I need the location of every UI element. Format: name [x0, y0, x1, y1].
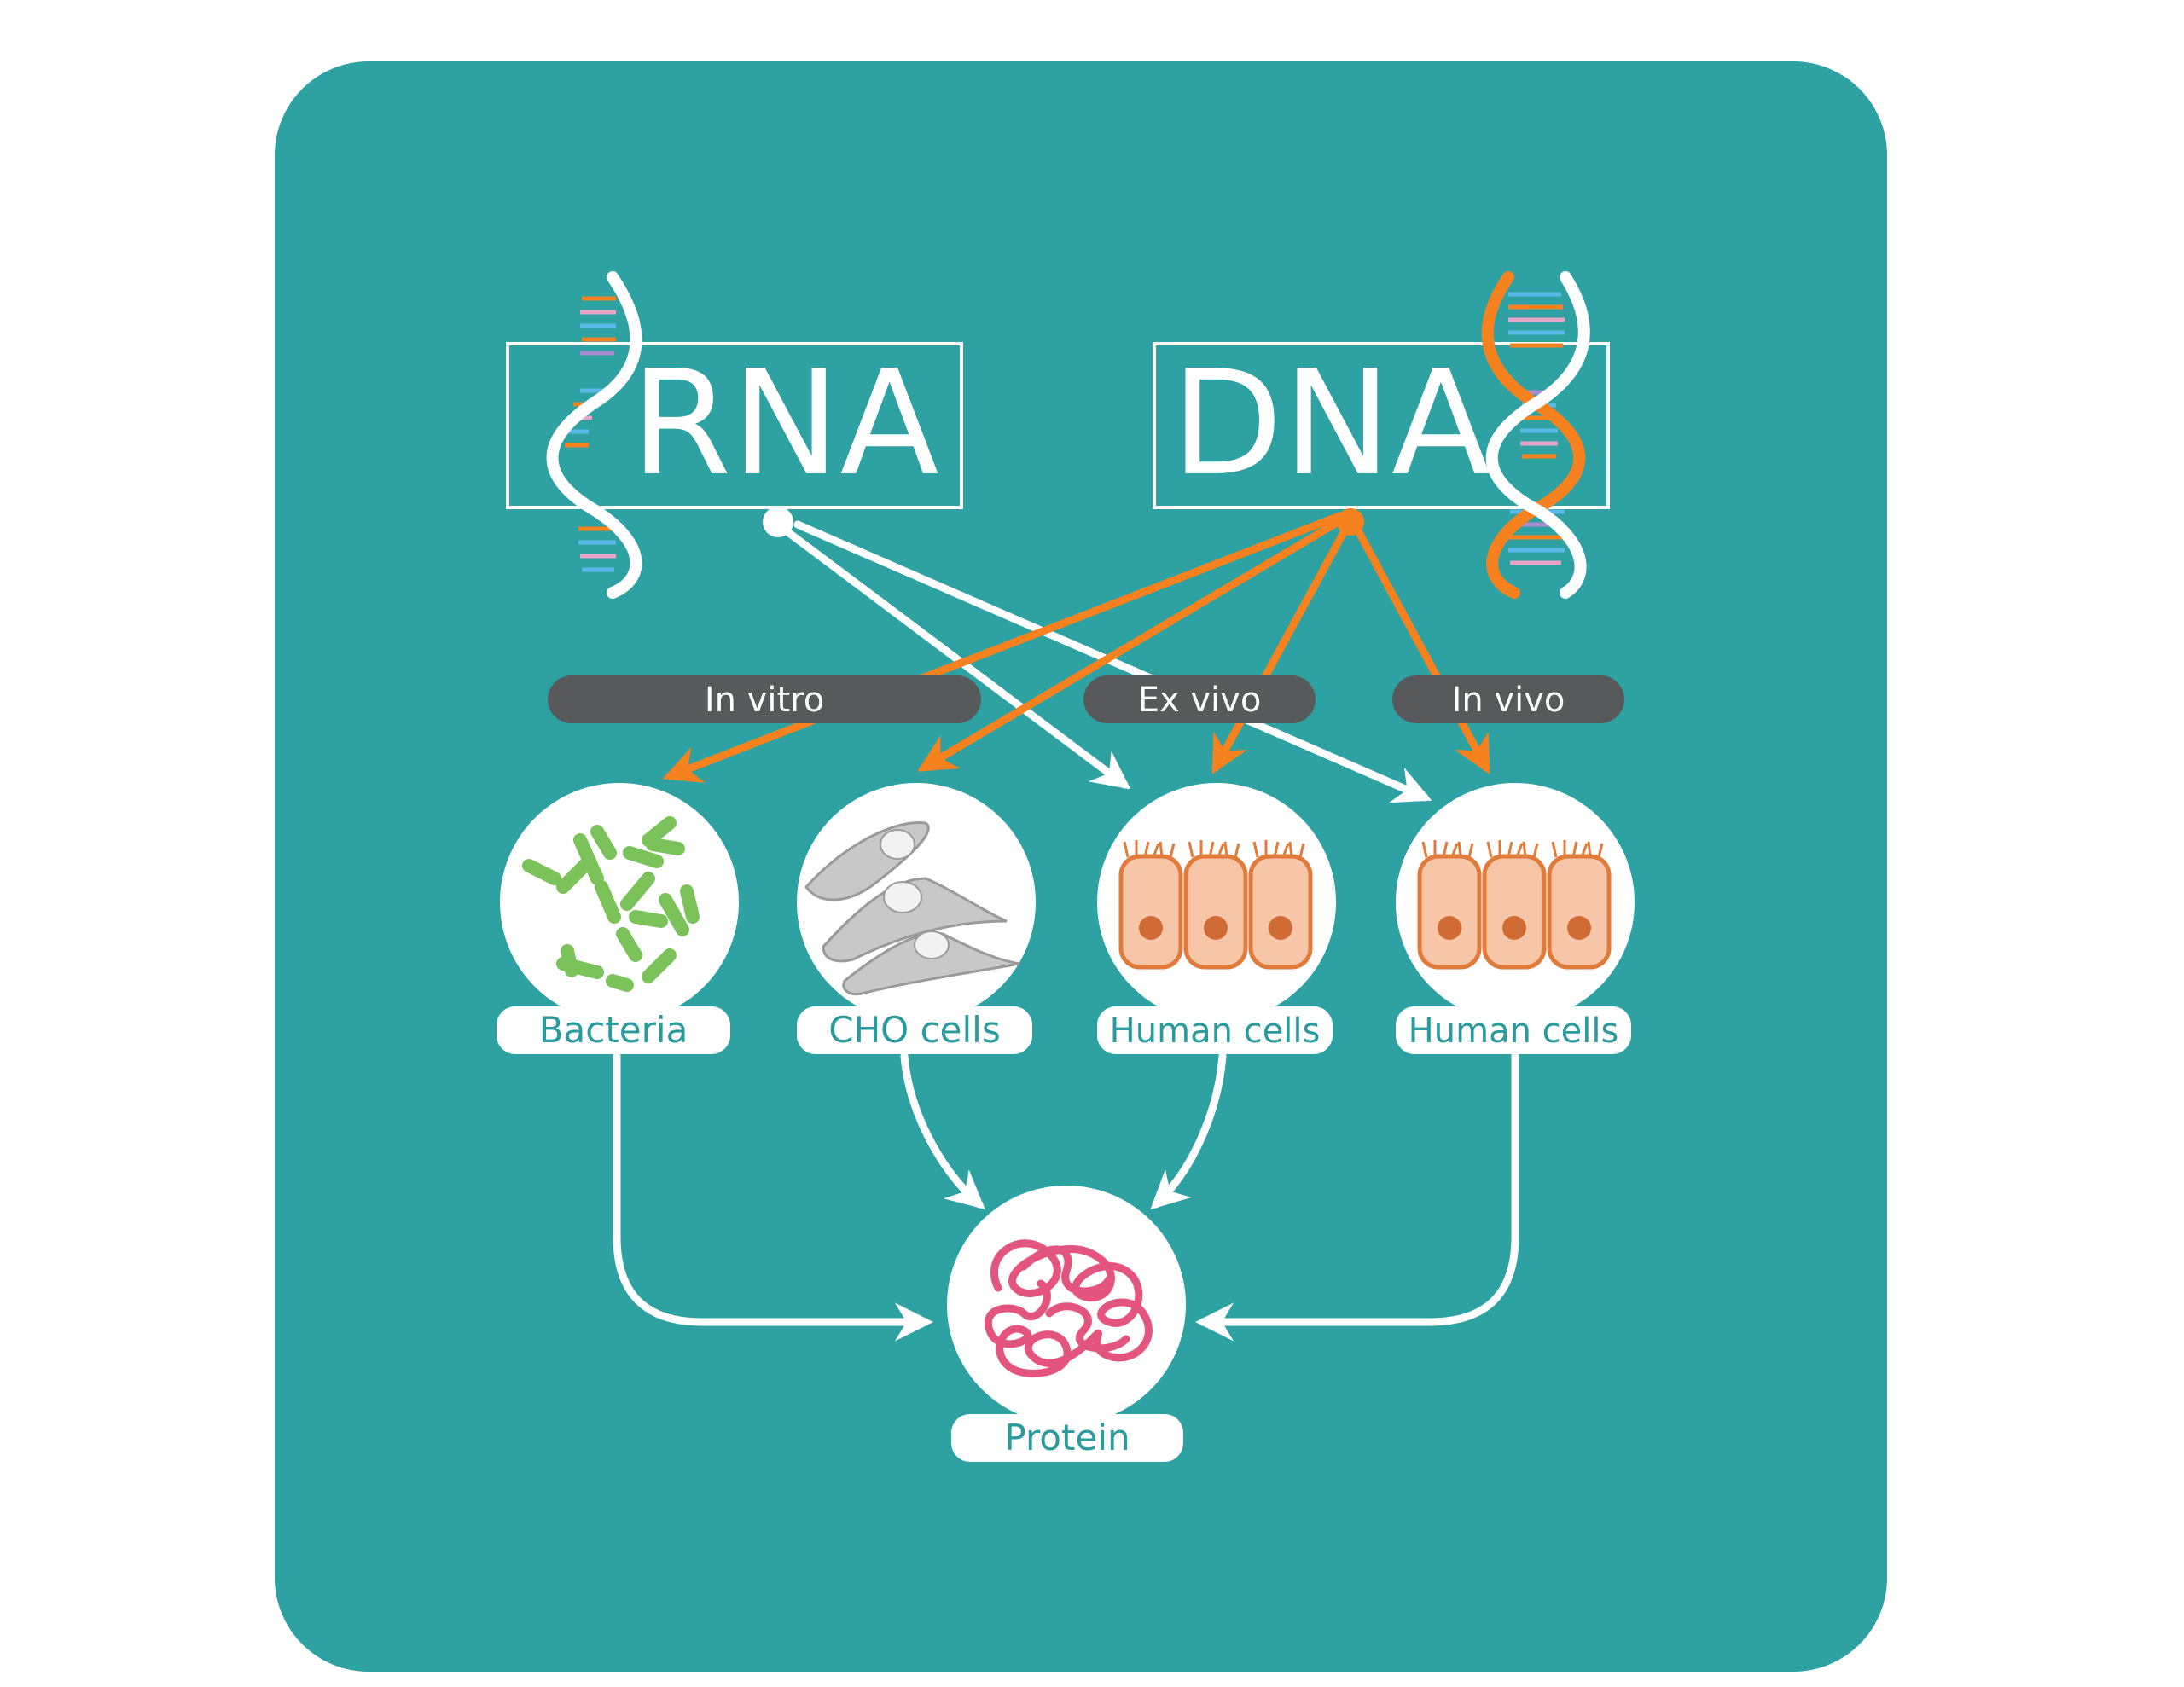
label-bacteria: Bacteria — [497, 1006, 730, 1054]
dna-edges — [662, 512, 1490, 783]
edge-cho-to-protein — [900, 1052, 985, 1209]
label-bacteria-text: Bacteria — [539, 1009, 688, 1051]
edge-bacteria-to-protein — [613, 1052, 933, 1342]
human-cells-icon — [1417, 840, 1612, 970]
method-in-vivo-label: In vivo — [1452, 681, 1565, 720]
label-human-ex-text: Human cells — [1110, 1012, 1321, 1051]
host-cho — [797, 783, 1036, 1022]
dna-label: DNA — [1171, 339, 1490, 508]
edge-human-in-to-protein — [1195, 1052, 1519, 1342]
method-ex-vivo: Ex vivo — [1083, 675, 1316, 723]
dna-box — [1153, 342, 1610, 509]
host-human-in — [1396, 783, 1635, 1022]
rna-box — [506, 342, 963, 509]
label-human-in-text: Human cells — [1409, 1012, 1619, 1051]
edge-dna-to-cho — [917, 516, 1345, 772]
protein-edges — [613, 1052, 1519, 1342]
bacteria-icon — [522, 816, 700, 992]
edge-dna-to-human-in — [1350, 520, 1490, 774]
rna-label: RNA — [630, 339, 939, 508]
method-in-vivo: In vivo — [1392, 675, 1624, 723]
edge-rna-to-human-ex — [785, 529, 1131, 790]
cho-cells-icon — [804, 820, 1020, 996]
protein-icon — [984, 1239, 1153, 1377]
label-human-in: Human cells — [1396, 1006, 1631, 1054]
label-human-ex: Human cells — [1097, 1006, 1333, 1054]
label-cho-text: CHO cells — [828, 1009, 1000, 1051]
label-protein-text: Protein — [1004, 1417, 1130, 1458]
label-cho: CHO cells — [797, 1006, 1032, 1054]
dna-double-helix-icon — [1481, 271, 1590, 599]
method-in-vitro: In vitro — [548, 675, 981, 723]
product-protein — [947, 1186, 1186, 1424]
edge-dna-to-bacteria — [662, 512, 1344, 783]
rna-node: RNA — [506, 339, 963, 537]
label-protein: Protein — [951, 1414, 1183, 1462]
dna-node: DNA — [1153, 339, 1610, 536]
method-in-vitro-label: In vitro — [705, 681, 824, 720]
host-bacteria — [500, 783, 739, 1022]
teal-panel — [275, 61, 1887, 1672]
edge-human-ex-to-protein — [1150, 1052, 1227, 1210]
method-ex-vivo-label: Ex vivo — [1138, 681, 1262, 720]
rna-connector-dot — [763, 507, 793, 537]
human-cells-icon — [1118, 840, 1313, 970]
edge-dna-to-human-ex — [1211, 520, 1352, 774]
host-human-ex — [1097, 783, 1336, 1022]
